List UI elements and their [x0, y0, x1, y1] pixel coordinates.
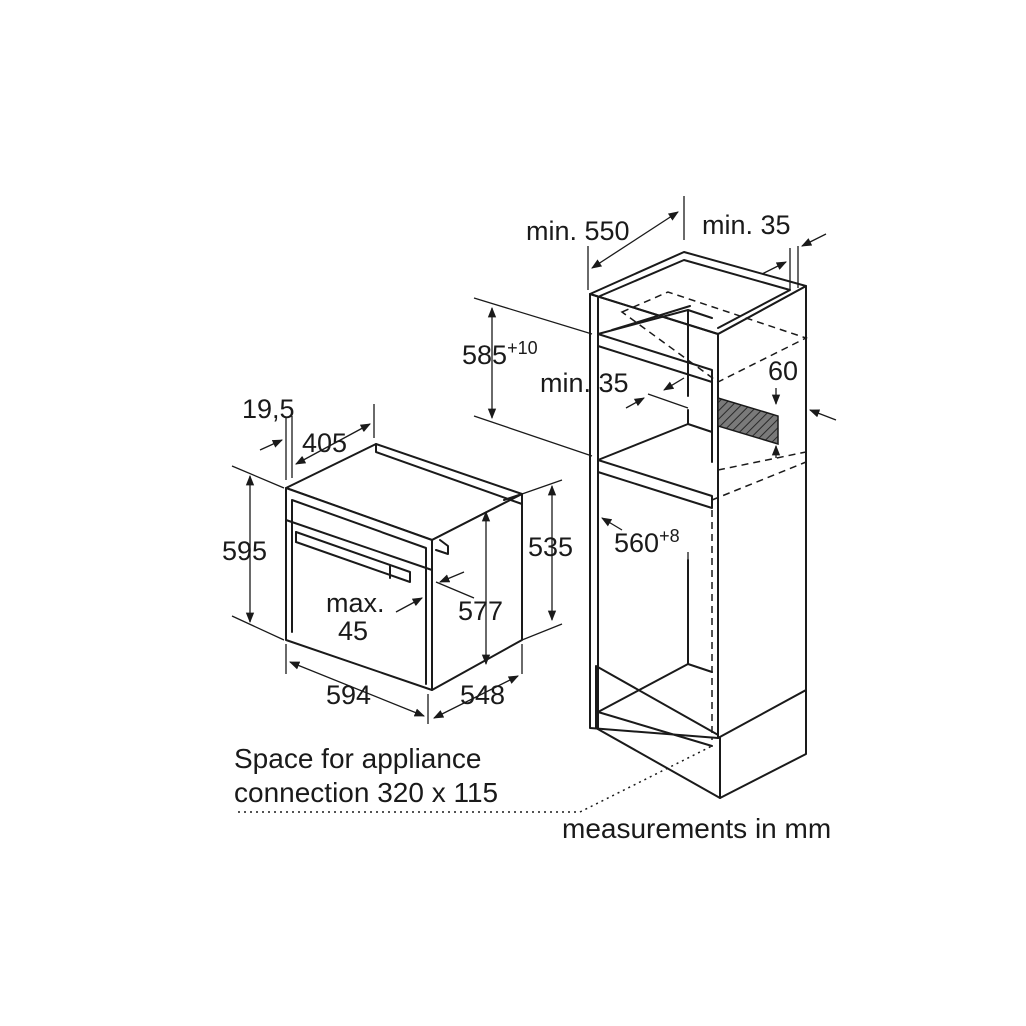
cabinet-top-inner — [599, 259, 791, 329]
label-niche-width-sup: +8 — [659, 526, 680, 546]
vent-slot-hatched — [717, 396, 779, 446]
label-oven-depth-front: 19,5 — [242, 394, 295, 424]
label-cabinet-min-depth: min. 550 — [526, 216, 630, 246]
cabinet-niche-shelf — [597, 423, 713, 509]
label-oven-inner-height: 577 — [458, 596, 503, 626]
cabinet-plinth — [595, 665, 721, 799]
label-oven-depth: 548 — [460, 680, 505, 710]
label-oven-depth-top: 405 — [302, 428, 347, 458]
connection-leader — [238, 745, 713, 813]
label-oven-width: 594 — [326, 680, 371, 710]
oven-dimensions — [231, 404, 563, 724]
cabinet-right-panel — [717, 285, 807, 739]
label-niche-height-sup: +10 — [507, 338, 538, 358]
label-niche-height: 585+10 — [462, 338, 538, 370]
label-niche-width: 560+8 — [614, 526, 680, 558]
tall-cabinet — [589, 251, 808, 799]
note-units: measurements in mm — [562, 813, 831, 844]
cabinet-front — [589, 293, 719, 739]
label-vent-min: min. 35 — [540, 368, 629, 398]
oven-front — [285, 487, 433, 691]
oven — [285, 443, 523, 691]
label-oven-height: 595 — [222, 536, 267, 566]
label-oven-body-height: 535 — [528, 532, 573, 562]
label-oven-gap-max: max. — [326, 588, 385, 618]
note-connection-line2: connection 320 x 115 — [234, 777, 498, 808]
note-connection-line1: Space for appliance — [234, 743, 482, 774]
label-niche-height-base: 585 — [462, 340, 507, 370]
label-niche-width-base: 560 — [614, 528, 659, 558]
label-cabinet-min-side: min. 35 — [702, 210, 791, 240]
vent-outline — [620, 291, 808, 471]
label-oven-gap-value: 45 — [338, 616, 368, 646]
label-vent-60: 60 — [768, 356, 798, 386]
cabinet-dimensions — [473, 196, 837, 560]
